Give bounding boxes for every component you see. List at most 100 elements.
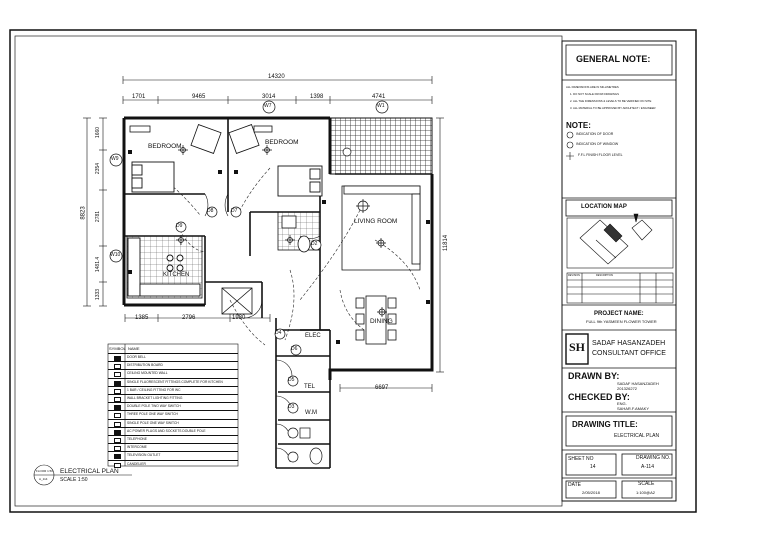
legend-row: WALL BRACKET LIGHTING FITTING [108,394,238,402]
legend-row: DOUBLE POLE TWO WAY SWITCH [108,402,238,411]
location-map-graphic [566,213,674,304]
legend-table-grid [107,343,239,467]
legend-row: CEILING MOUNTED WALL [108,369,238,378]
double-switch-icon [114,405,121,411]
plan-title: ELECTRICAL PLAN [60,468,119,475]
dining-set [355,295,397,345]
legend-row: AC POWER PLUGS AND SOCKETS DOUBLE POLE [108,426,238,435]
consultant-line-2: CONSULTANT OFFICE [592,350,666,357]
legend-row: INTERCOME [108,443,238,452]
general-note-title: GENERAL NOTE: [576,54,651,64]
location-table-revision: REVISION [568,274,580,277]
dim-left-1: 1660 [95,126,102,139]
dim-left-2: 2354 [95,162,102,175]
dim-right-lower: 6697 [375,385,389,391]
drawing-title-value: ELECTRICAL PLAN [614,433,660,439]
tag-w1: W1 [377,103,385,109]
door-tag-icon [566,131,574,139]
distribution-board-icon [114,364,121,370]
legend-row-name: TELEVISION OUTLET [127,453,161,458]
light-fixtures [176,145,387,317]
legend-header-symbol: SYMBOL [109,346,126,351]
note-icons [566,131,574,160]
tag-d5: D5 [288,377,295,383]
sheet-no-value: 14 [590,464,596,470]
legend-row-name: THREE POLE ONE WAY SWITCH [127,412,178,417]
dim-left-4: 1481.4 [95,256,102,273]
scale-box [621,480,673,499]
wall-bracket-icon [114,397,121,402]
bed-left [131,161,175,193]
socket-marks [128,150,430,344]
chandelier-icon [114,462,121,468]
project-name-label: PROJECT NAME: [594,311,644,317]
dim-bottom-3: 1980 [232,315,246,321]
location-map-box [565,199,673,217]
drawing-no-box [621,453,673,476]
dim-top-2: 9465 [192,94,206,100]
legend-row-name: AC POWER PLUGS AND SOCKETS DOUBLE POLE [127,428,206,433]
plan-bubble-top: FLOOR 1:50 [36,469,54,473]
title-block-lines [562,79,676,479]
title-block-border [561,40,677,502]
legend-row: DISTRIBUTION BOARD [108,361,238,370]
room-tel: TEL [304,384,316,390]
dim-bottom-1: 1385 [135,315,149,321]
tag-d2: D2 [311,241,318,247]
plan-bubble-bottom: A_114 [39,477,48,481]
tag-w9: W9 [111,156,119,162]
date-box [565,480,617,499]
bed-right [277,165,323,197]
floor-plan [83,76,444,469]
sheet-no-box [565,453,617,476]
checked-by-role: ENG. [617,401,627,406]
legend-row: SINGLE FLUORESCENT FITTINGS COMPLETE FOR… [108,377,238,386]
tag-w10: W10 [110,252,121,258]
interior-walls [124,118,432,469]
socket-icon [114,429,121,435]
general-note-line: 2. ALL THE DIMENSIONS & LEVELS TO BE VER… [570,99,652,103]
legend-row: CANDELIER [108,459,238,468]
consultant-logo [565,333,589,365]
drawing-title-box [565,415,673,447]
legend-row-name: DOOR BELL [127,355,146,359]
legend-header-name: NAME [128,346,140,351]
room-bedroom-1: BEDROOM [148,143,182,150]
bath-fixtures [221,215,311,315]
legend-row: 1 BAR / CEILING FITTING FOR WC [108,385,238,394]
dim-top-3: 3014 [262,94,276,100]
living-sofa [341,185,421,271]
project-name-value: FULL 9th YASMEEN FLOWER TOWER [586,319,657,324]
tag-d6: D6 [291,346,298,352]
location-map-title: LOCATION MAP [581,204,627,210]
balcony-hatch [329,117,433,175]
dim-right-total: 11814 [443,234,450,252]
three-pole-switch-icon [114,413,121,419]
tag-d7: D7 [231,208,238,214]
legend-row: THREE POLE ONE WAY SWITCH [108,410,238,419]
general-note-line: ALL DIMENSIONS ARE IN MILLIMETRES [566,85,619,89]
drawing-no-label: DRAWING NO. [636,455,671,461]
dim-top-1: 1701 [132,94,146,100]
scale-label: SCALE [638,481,655,487]
legend-row-name: DOUBLE POLE TWO WAY SWITCH [127,404,181,409]
general-note-line: 3. ALL MATERIAL TO BE APPROVED BY ARCHIT… [570,106,656,110]
general-note-line: 1. DO NOT SCALE FROM DRAWINGS [570,92,619,96]
room-elec: ELEC [305,333,321,339]
track-light-icon [114,388,121,394]
note-item-door: INDICATION OF DOOR [576,132,614,136]
tv-outlet-icon [114,454,121,460]
drawn-by-label: DRAWN BY: [568,371,620,381]
note-item-ffl: F.F.L FINISH FLOOR LEVEL [578,153,623,157]
dim-bottom-2: 2796 [182,315,196,321]
legend-row-name: WALL BRACKET LIGHTING FITTING [127,396,183,400]
room-wm: W.M [305,410,317,416]
checked-by-name: SAHAR.F.AMAKY [617,406,650,411]
level-arrow-icon [566,152,574,160]
tag-d3: D3 [288,404,295,410]
tag-w7: W7 [264,103,272,109]
scale-value: 1:100@A2 [636,490,655,495]
tag-d9: D9 [176,223,183,229]
note-item-window: INDICATION OF WINDOW [576,142,619,146]
consultant-line-1: SADAF HASANZADEH [592,340,666,347]
